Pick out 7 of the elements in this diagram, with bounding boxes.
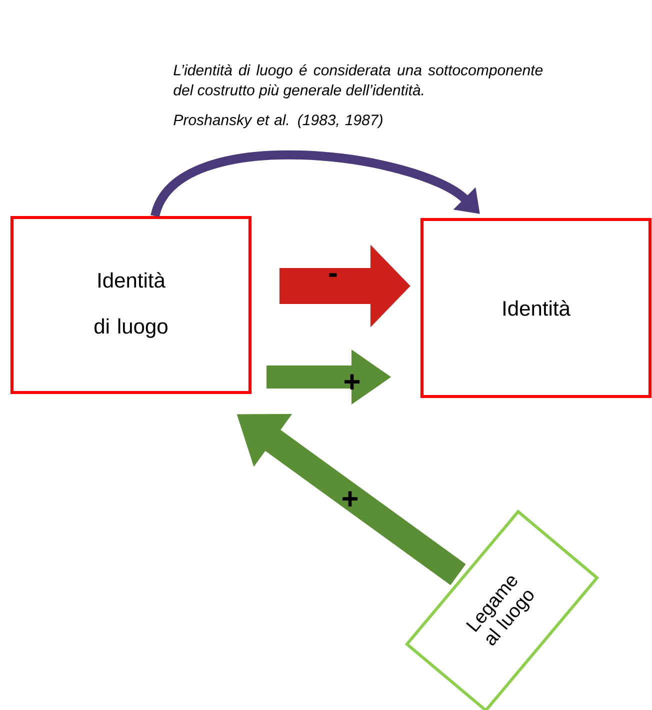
- caption-text: L’identità di luogo é considerata una sottocomponente del costrutto più generale dell’identità.: [174, 64, 543, 98]
- caption-text: Proshansky et al. (1983, 1987): [174, 114, 382, 128]
- concept-box: Identità di luogo: [10, 216, 252, 394]
- edge-label: -: [329, 273, 337, 277]
- concept-box: Identità: [420, 218, 652, 398]
- edge-label: +: [342, 491, 358, 506]
- edge-label: +: [344, 374, 360, 390]
